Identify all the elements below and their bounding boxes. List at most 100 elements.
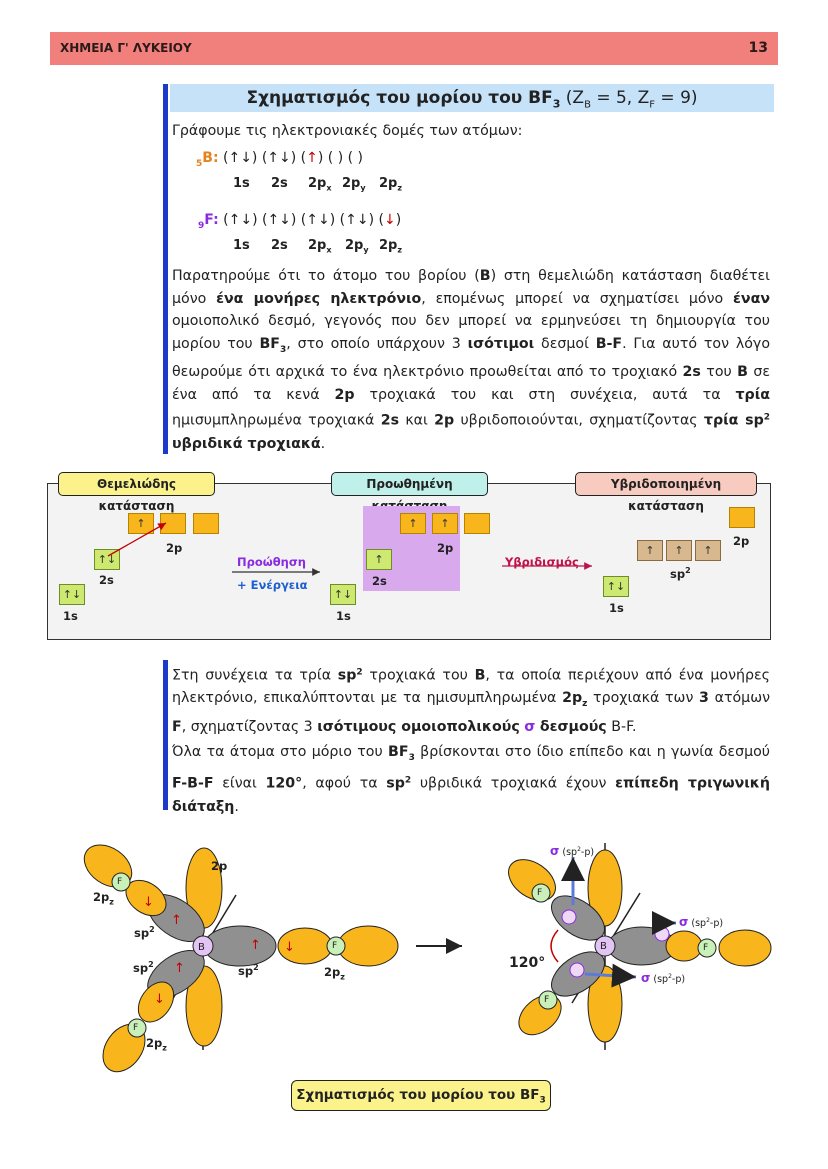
orb-label: 2s — [271, 238, 288, 253]
orbital-box-2s: ↑ — [366, 549, 392, 570]
boron-label: B — [202, 150, 213, 166]
energy-label: + Ενέργεια — [237, 578, 308, 592]
boron-z: 5 — [196, 158, 203, 169]
title-sub: 3 — [552, 97, 561, 111]
orbital-box-sp2: ↑ — [666, 540, 692, 561]
orb-sub: x — [326, 183, 332, 193]
orbital-box-2p: ↑ — [400, 513, 426, 534]
title-param: (Z — [560, 88, 585, 108]
f-atom-label: F — [133, 1023, 139, 1033]
zf-val: = 9) — [655, 88, 698, 108]
label-1s: 1s — [609, 601, 624, 615]
label-2s: 2s — [99, 573, 114, 587]
label-1s: 1s — [63, 609, 78, 623]
orb-label: 1s — [233, 176, 250, 191]
label-2pz: 2pz — [324, 965, 345, 982]
tag-hybrid-state: Υβριδοποιημένη κατάσταση — [575, 472, 757, 513]
orbital-box-2p — [464, 513, 490, 534]
label-2pz: 2pz — [146, 1036, 167, 1053]
f-atom-label: F — [332, 941, 338, 951]
zf-sub: F — [649, 99, 656, 111]
fluorine-config: 9F: (↑↓) (↑↓) (↑↓) (↑↓) (↓) — [198, 212, 402, 231]
figure-caption: Σχηματισμός του μορίου του BF3 — [291, 1080, 551, 1111]
label-2p: 2p — [733, 534, 750, 548]
promotion-label: Προώθηση — [237, 555, 306, 569]
f-atom-label: F — [537, 888, 543, 898]
title-main: Σχηματισμός του μορίου του BF — [246, 88, 553, 108]
orbital-box-2p: ↑ — [432, 513, 458, 534]
promotion-arrow — [107, 522, 167, 557]
orb-label: 2s — [271, 176, 288, 191]
boron-red-arrow: ↑ — [306, 150, 318, 166]
middle-fluorine — [277, 925, 399, 967]
orb-label: 2p — [308, 238, 327, 253]
orb-sub: z — [397, 183, 403, 193]
boron-rest: ) ( ) ( ) — [317, 150, 363, 166]
electron-arrow: ↑ — [171, 913, 182, 928]
f-atom-label: F — [703, 943, 709, 953]
label-sp2: sp2 — [133, 960, 154, 975]
b-atom-label: B — [600, 941, 607, 952]
orbital-box-1s: ↑↓ — [330, 584, 356, 605]
section-bar — [163, 84, 168, 454]
orb-label: 1s — [233, 238, 250, 253]
orbital-box-2p — [193, 513, 219, 534]
orb-label: 2p — [379, 176, 398, 191]
paragraph-1: Παρατηρούμε ότι το άτομο του βορίου (B) … — [172, 268, 771, 452]
sigma-bond-label: σ (sp2-p) — [641, 971, 686, 985]
zb-val: = 5, Z — [590, 88, 650, 108]
orb-sub: y — [363, 245, 369, 255]
paragraph-2: Στη συνέχεια τα τρία sp2 τροχιακά του B,… — [172, 667, 771, 735]
label-sp2: sp2 — [238, 963, 259, 978]
angle-label: 120° — [509, 955, 546, 971]
fluorine-z: 9 — [198, 220, 205, 231]
f-atom-label: F — [544, 995, 550, 1005]
orbital-box-1s: ↑↓ — [603, 576, 629, 597]
orb-label: 2p — [345, 238, 364, 253]
sigma-bond-label: σ (sp2-p) — [679, 915, 724, 929]
label-sp2: sp2 — [134, 925, 155, 940]
label-2pz: 2pz — [93, 890, 114, 907]
boron-config: 5B: (↑↓) (↑↓) (↑) ( ) ( ) — [196, 150, 363, 169]
orb-sub: x — [326, 245, 332, 255]
page-header: ΧΗΜΕΙΑ Γ' ΛΥΚΕΙΟΥ 13 — [50, 32, 778, 65]
electron-arrow: ↓ — [154, 992, 165, 1007]
boron-boxes: (↑↓) (↑↓) ( — [223, 150, 307, 166]
label-1s: 1s — [336, 609, 351, 623]
electron-arrow: ↓ — [284, 940, 295, 955]
label-sp2: sp2 — [670, 566, 691, 581]
orb-label: 2p — [308, 176, 327, 191]
fluorine-boxes: (↑↓) (↑↓) (↑↓) (↑↓) ( — [223, 212, 384, 228]
hybridization-label: Υβριδισμός — [505, 555, 579, 569]
orb-label: 2p — [342, 176, 361, 191]
orbital-box-2s: ↑↓ — [94, 549, 120, 570]
label-2p-figure: 2p — [211, 859, 228, 873]
fluorine-label: F — [204, 212, 214, 228]
f-atom-label: F — [117, 877, 123, 887]
left-molecule — [83, 844, 277, 1073]
page-number: 13 — [748, 40, 768, 56]
orb-sub: y — [360, 183, 366, 193]
orb-label: 2p — [379, 238, 398, 253]
electron-arrow: ↓ — [143, 895, 154, 910]
orbital-box-2p — [729, 507, 755, 528]
orbital-box-sp2: ↑ — [695, 540, 721, 561]
tag-ground-state: Θεμελιώδης κατάσταση — [58, 472, 215, 513]
fluorine-red-arrow: ↓ — [383, 212, 396, 228]
intro-text: Γράφουμε τις ηλεκτρονιακές δομές των ατό… — [172, 123, 523, 139]
label-2s: 2s — [372, 574, 387, 588]
paragraph-3: Όλα τα άτομα στο μόριο του BF3 βρίσκοντα… — [172, 744, 770, 815]
sigma-bond-label: σ (sp2-p) — [550, 844, 595, 858]
orbital-box-2p: ↑ — [128, 513, 154, 534]
b-atom-label: B — [198, 942, 205, 953]
zb-sub: B — [584, 99, 591, 111]
label-2p: 2p — [166, 541, 183, 555]
header-title: ΧΗΜΕΙΑ Γ' ΛΥΚΕΙΟΥ — [60, 41, 192, 55]
orb-sub: z — [397, 245, 403, 255]
fluorine-rest: ) — [395, 212, 402, 228]
orbital-box-sp2: ↑ — [637, 540, 663, 561]
right-molecule — [508, 843, 772, 1050]
electron-arrow: ↑ — [250, 938, 261, 953]
orbital-box-1s: ↑↓ — [59, 584, 85, 605]
